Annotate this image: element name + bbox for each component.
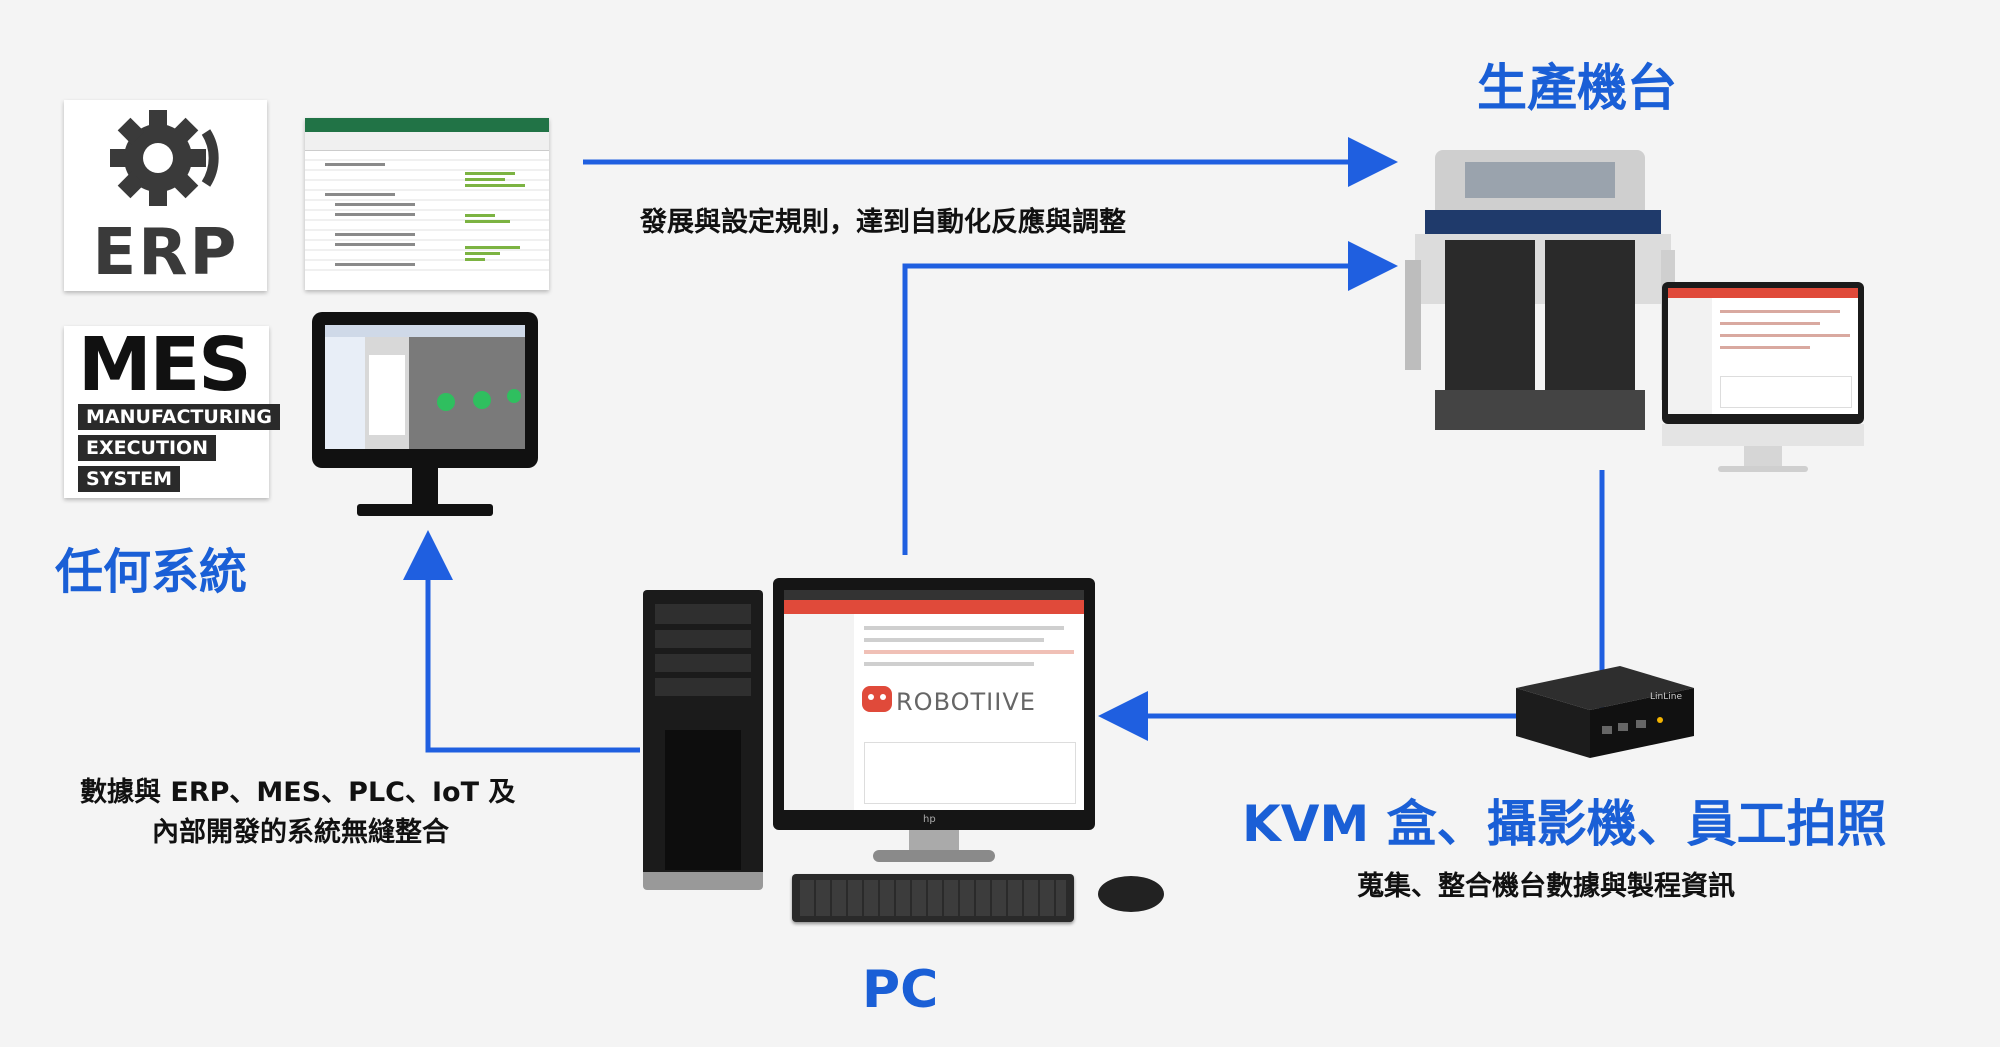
- mes-big-label: MES: [78, 322, 251, 408]
- kvm-box: LinLine: [1510, 660, 1700, 760]
- mes-logo: MES MANUFACTURING EXECUTION SYSTEM: [64, 322, 280, 498]
- spreadsheet-thumbnail: [305, 118, 549, 290]
- mes-line-3: SYSTEM: [78, 466, 180, 492]
- mes-line-2: EXECUTION: [78, 435, 217, 461]
- spreadsheet-content: [305, 159, 549, 271]
- production-machine-title: 生產機台: [1477, 59, 1677, 117]
- machine-monitor: [1662, 282, 1864, 474]
- integration-caption-line1: 數據與 ERP、MES、PLC、IoT 及: [80, 777, 516, 808]
- pc-tower: [643, 590, 763, 895]
- monitor-screen: [325, 325, 525, 449]
- kvm-caption: 蒐集、整合機台數據與製程資訊: [1357, 871, 1735, 902]
- kvm-device: [1516, 666, 1694, 758]
- pc-monitor: ROBOTIIVE hp: [773, 578, 1095, 868]
- system-monitor: [312, 312, 538, 526]
- mouse: [1098, 876, 1164, 912]
- gear-icon: [110, 110, 219, 206]
- production-machine: [1405, 140, 1675, 440]
- erp-logo: ERP: [64, 100, 267, 291]
- kvm-brand-label: LinLine: [1650, 692, 1682, 702]
- pc-title: PC: [862, 960, 939, 1020]
- pc-screen: ROBOTIIVE: [784, 590, 1084, 810]
- robot-icon: [862, 686, 892, 712]
- mes-line-1: MANUFACTURING: [78, 404, 280, 430]
- keyboard: [792, 874, 1074, 922]
- hp-logo: hp: [923, 814, 936, 825]
- rule-caption: 發展與設定規則，達到自動化反應與調整: [640, 207, 1126, 238]
- arrow-pc-to-system: [403, 530, 640, 753]
- integration-caption-line2: 內部開發的系統無縫整合: [152, 817, 449, 848]
- kvm-title: KVM 盒、攝影機、員工拍照: [1242, 795, 1887, 853]
- any-system-title: 任何系統: [55, 544, 248, 600]
- robotiive-logo: ROBOTIIVE: [896, 688, 1036, 716]
- erp-label: ERP: [92, 216, 239, 290]
- arrow-pc-to-machine: [902, 241, 1398, 555]
